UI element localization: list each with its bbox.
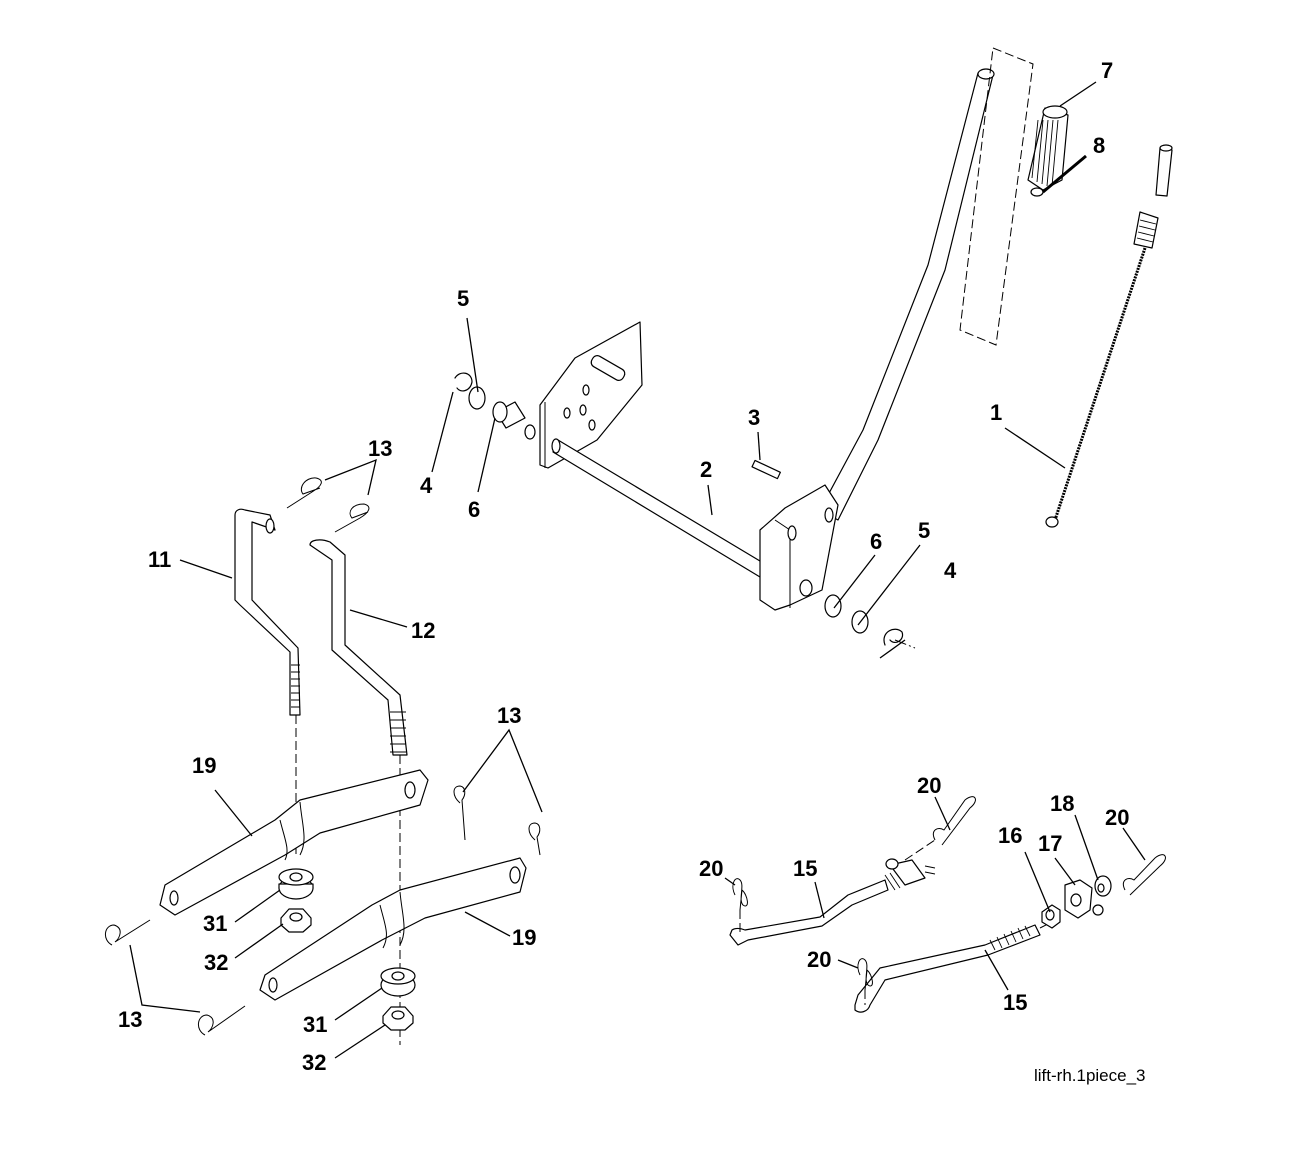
callout-18: 18 — [1050, 791, 1074, 816]
callout-4-right: 4 — [944, 558, 957, 583]
callout-2: 2 — [700, 457, 712, 482]
callout-20-right: 20 — [1105, 805, 1129, 830]
lift-handle — [819, 68, 995, 521]
callout-8: 8 — [1093, 133, 1105, 158]
grip-phantom-outline — [959, 47, 1034, 346]
leader-lines — [129, 81, 1146, 1059]
callout-15-upper: 15 — [793, 856, 817, 881]
callout-31-lower: 31 — [303, 1012, 327, 1037]
roll-pin — [751, 459, 781, 480]
callout-19-lower: 19 — [512, 925, 536, 950]
handle-grip — [1027, 105, 1069, 197]
callout-32-upper: 32 — [204, 950, 228, 975]
callout-16: 16 — [998, 823, 1022, 848]
pivot-bracket — [759, 484, 839, 611]
lift-link-12 — [309, 539, 408, 756]
upper-rod-axis — [904, 839, 936, 861]
nut-32-upper — [280, 908, 312, 933]
spacer-31-upper — [278, 868, 314, 900]
callout-12: 12 — [411, 618, 435, 643]
lift-arm-lower — [259, 857, 527, 1001]
cross-shaft — [551, 438, 776, 584]
callout-20-bottom: 20 — [807, 947, 831, 972]
spacer-31-lower — [380, 967, 416, 997]
callout-13-top: 13 — [368, 436, 392, 461]
adjust-rod-lower — [854, 924, 1041, 1013]
callout-7: 7 — [1101, 58, 1113, 83]
callout-20-top: 20 — [917, 773, 941, 798]
lift-cable — [1045, 144, 1173, 528]
callout-3: 3 — [748, 405, 760, 430]
callout-labels: 1 2 3 4 4 5 5 6 6 7 8 11 12 13 13 13 15 … — [118, 58, 1129, 1075]
lower-rod-axis — [1039, 922, 1051, 929]
callout-5-right: 5 — [918, 518, 930, 543]
lift-link-11 — [234, 508, 301, 716]
callout-31-upper: 31 — [203, 911, 227, 936]
callout-20-left: 20 — [699, 856, 723, 881]
lift-arm-upper — [159, 769, 429, 916]
diagram-caption: lift-rh.1piece_3 — [1034, 1066, 1146, 1085]
grip-pin — [1042, 154, 1087, 194]
callout-13-right: 13 — [497, 703, 521, 728]
callout-1: 1 — [990, 400, 1002, 425]
callout-4-left: 4 — [420, 473, 433, 498]
mounting-plate — [539, 321, 643, 469]
trunnion-block-17 — [1064, 879, 1104, 919]
callout-13-bottom: 13 — [118, 1007, 142, 1032]
callout-6-left: 6 — [468, 497, 480, 522]
callout-6-right: 6 — [870, 529, 882, 554]
callout-5-left: 5 — [457, 286, 469, 311]
nut-16 — [1041, 904, 1061, 929]
washer-18 — [1094, 875, 1112, 897]
left-hardware — [454, 372, 536, 440]
callout-17: 17 — [1038, 831, 1062, 856]
callout-19-upper: 19 — [192, 753, 216, 778]
nut-32-lower — [382, 1006, 414, 1031]
callout-15-lower: 15 — [1003, 990, 1027, 1015]
hairpin-clips-20 — [732, 796, 1166, 1005]
callout-32-lower: 32 — [302, 1050, 326, 1075]
adjust-rod-upper — [729, 858, 936, 946]
hairpin-clips-13 — [105, 477, 541, 1036]
callout-11: 11 — [148, 547, 171, 572]
